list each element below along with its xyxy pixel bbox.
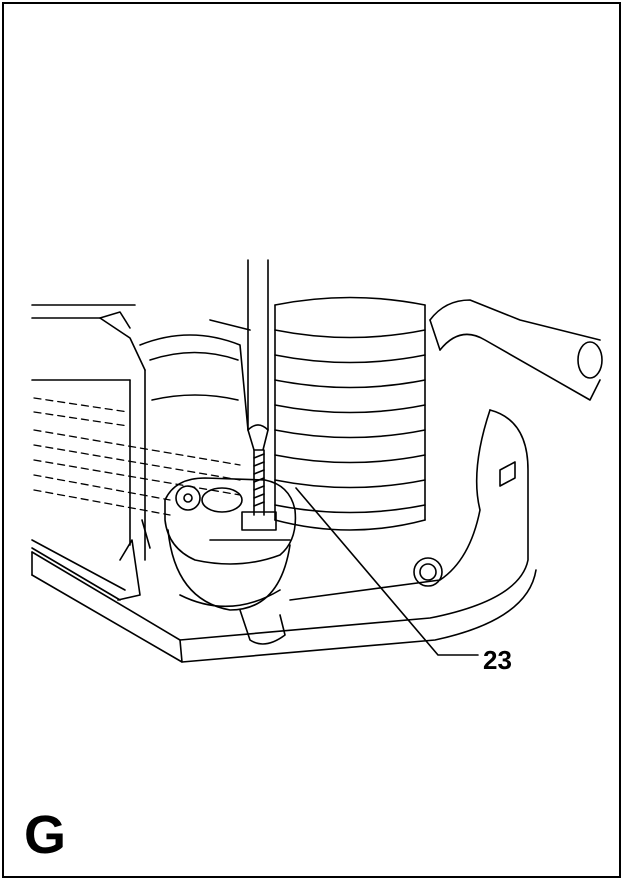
figure-letter: G [24,805,67,865]
bellows [274,296,426,531]
callout-leader-23 [295,487,479,656]
adjusting-screw-23 [241,449,277,531]
handle-right [429,299,603,401]
base-plate [31,409,537,663]
screwdriver [247,259,269,451]
callout-label-23: 23 [483,645,512,675]
depth-stop-opening [99,311,251,431]
motor-housing-left [31,304,241,601]
base-knob [413,557,443,587]
turret-stop [164,477,297,645]
